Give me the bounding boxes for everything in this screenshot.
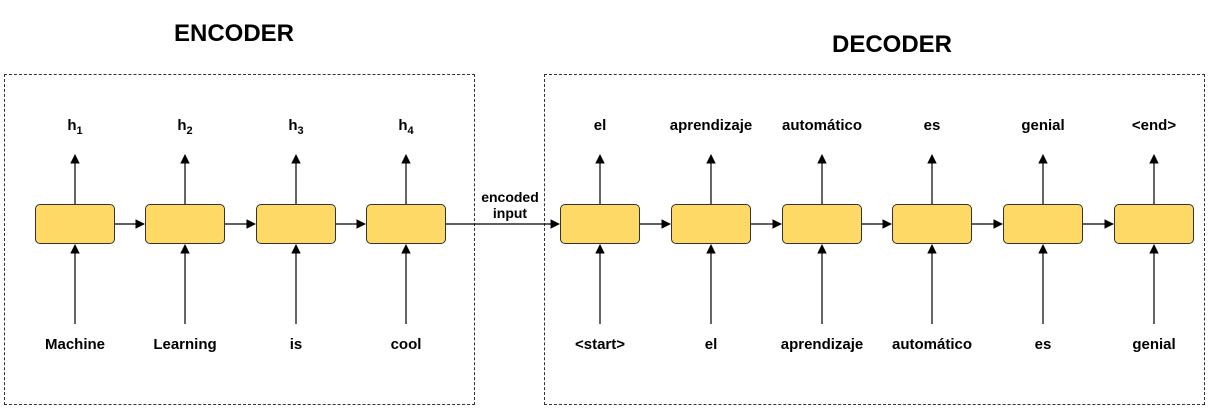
encoded-input-label-line2: input [492, 205, 528, 221]
decoder-output-label: el [593, 117, 607, 134]
encoded-input-label-line1: encoded [481, 189, 539, 205]
encoder-output-subscript: 3 [297, 125, 304, 137]
encoder-output-subscript: 4 [407, 125, 414, 137]
encoder-output-subscript: 1 [76, 125, 83, 137]
encoder-output-base: h [288, 117, 298, 134]
decoder-input-label: <start> [574, 336, 626, 353]
decoder-cell-5 [1003, 204, 1083, 244]
encoder-output-base: h [398, 117, 408, 134]
encoder-output-base: h [67, 117, 77, 134]
decoder-cell-3 [782, 204, 862, 244]
decoder-output-label: <end> [1131, 117, 1177, 134]
decoder-input-label: es [1034, 336, 1052, 353]
decoder-cell-4 [892, 204, 972, 244]
decoder-output-label: genial [1021, 117, 1065, 134]
encoder-output-subscript: 2 [186, 125, 193, 137]
decoder-input-label: aprendizaje [780, 336, 864, 353]
encoder-input-label: cool [390, 336, 422, 353]
encoder-input-label: Learning [153, 336, 217, 353]
encoder-output-label: h1 [15, 117, 135, 140]
encoder-cell-4 [366, 204, 446, 244]
encoder-title: ENCODER [173, 20, 294, 47]
encoder-cell-1 [35, 204, 115, 244]
decoder-output-label: automático [781, 117, 862, 134]
decoder-panel [544, 74, 1205, 405]
decoder-cell-6 [1114, 204, 1194, 244]
decoder-cell-1 [560, 204, 640, 244]
decoder-cell-2 [671, 204, 751, 244]
encoder-output-label: h3 [236, 117, 356, 140]
encoder-panel [4, 74, 475, 405]
decoder-output-label: es [923, 117, 941, 134]
encoder-cell-3 [256, 204, 336, 244]
decoder-input-label: automático [891, 336, 972, 353]
encoder-cell-2 [145, 204, 225, 244]
encoder-input-label: is [289, 336, 303, 353]
decoder-input-label: el [704, 336, 718, 353]
encoder-output-label: h2 [125, 117, 245, 140]
encoder-output-label: h4 [346, 117, 466, 140]
decoder-input-label: genial [1132, 336, 1176, 353]
encoder-output-base: h [177, 117, 187, 134]
decoder-title: DECODER [831, 31, 952, 58]
encoder-input-label: Machine [44, 336, 105, 353]
decoder-output-label: aprendizaje [669, 117, 753, 134]
